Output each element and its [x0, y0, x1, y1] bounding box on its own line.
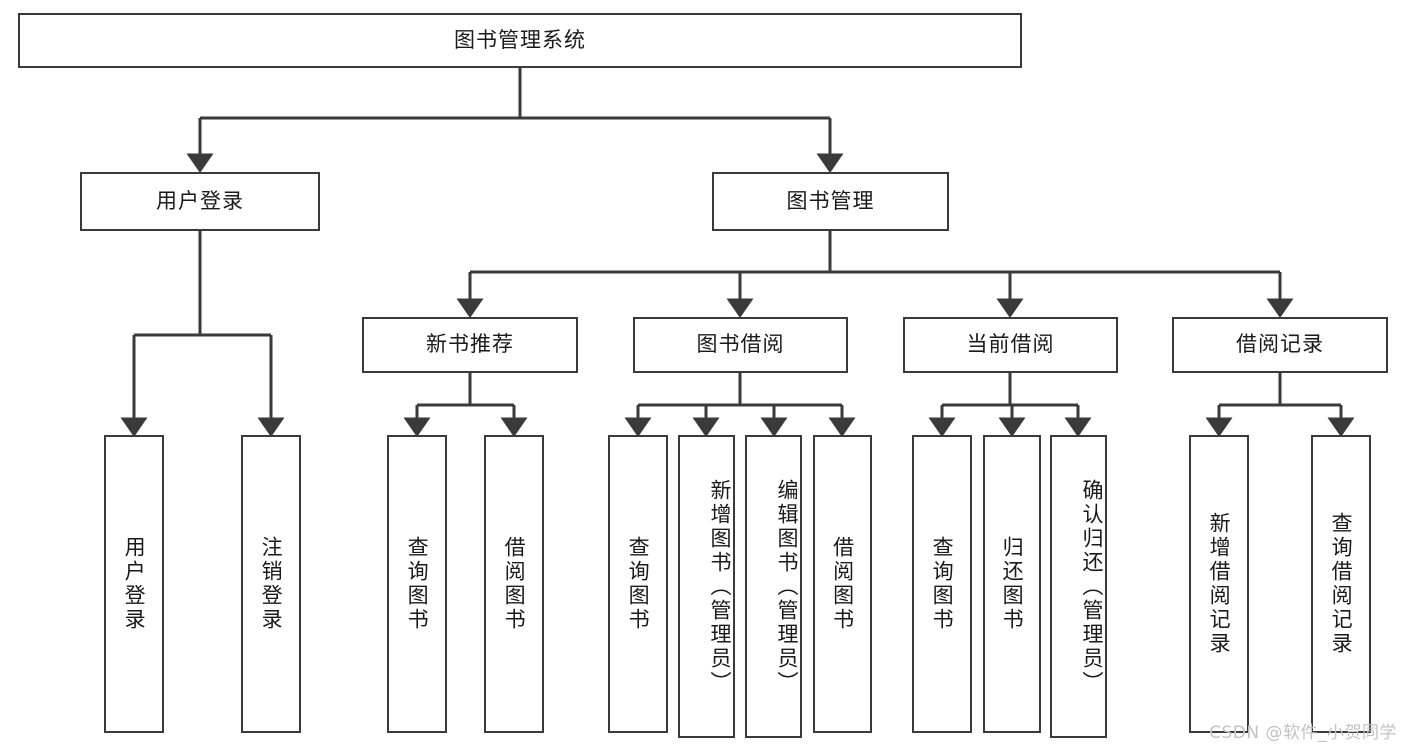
leaf-node[interactable]: 注销登录: [241, 435, 301, 733]
node-root-system[interactable]: 图书管理系统: [18, 13, 1022, 68]
leaf-node[interactable]: 查询图书: [387, 435, 447, 733]
leaf-node-label: 用户登录: [122, 536, 147, 632]
node-book-borrow-label: 图书借阅: [696, 332, 785, 357]
leaf-node[interactable]: 查询图书: [912, 435, 972, 733]
leaf-node[interactable]: 新增借阅记录: [1189, 435, 1249, 733]
leaf-node[interactable]: 用户登录: [104, 435, 164, 733]
leaf-node[interactable]: 新增图书（管理员）: [678, 435, 735, 738]
node-current-borrow-label: 当前借阅: [966, 332, 1055, 357]
leaf-node-label: 借阅图书: [830, 536, 855, 632]
leaf-node[interactable]: 归还图书: [983, 435, 1041, 733]
node-borrow-record[interactable]: 借阅记录: [1172, 317, 1388, 373]
leaf-node-label: 查询图书: [930, 536, 955, 632]
node-book-management-label: 图书管理: [786, 188, 875, 213]
leaf-node-label: 新增图书（管理员）: [708, 478, 732, 695]
leaf-node[interactable]: 借阅图书: [813, 435, 872, 733]
leaf-node-label: 查询图书: [626, 536, 651, 632]
node-user-login-label: 用户登录: [156, 188, 244, 213]
leaf-node[interactable]: 编辑图书（管理员）: [745, 435, 802, 738]
node-borrow-record-label: 借阅记录: [1236, 332, 1324, 357]
node-book-borrow[interactable]: 图书借阅: [633, 317, 848, 373]
node-root-label: 图书管理系统: [454, 27, 586, 52]
csdn-watermark: CSDN @软件_小贺同学: [1209, 723, 1397, 743]
leaf-node-label: 新增借阅记录: [1207, 512, 1232, 656]
leaf-node-label: 借阅图书: [502, 536, 527, 632]
leaf-node-label: 确认归还（管理员）: [1080, 478, 1104, 695]
node-book-management[interactable]: 图书管理: [712, 172, 949, 231]
leaf-node-label: 归还图书: [1000, 536, 1025, 632]
leaf-node[interactable]: 查询图书: [608, 435, 668, 733]
leaf-node-label: 注销登录: [259, 536, 284, 632]
leaf-node-label: 查询图书: [405, 536, 430, 632]
leaf-node-label: 查询借阅记录: [1329, 512, 1354, 656]
leaf-node[interactable]: 查询借阅记录: [1311, 435, 1371, 733]
node-user-login[interactable]: 用户登录: [80, 172, 320, 231]
node-new-book-recommend-label: 新书推荐: [426, 332, 514, 357]
leaf-node-label: 编辑图书（管理员）: [775, 478, 799, 695]
leaf-node[interactable]: 借阅图书: [484, 435, 544, 733]
node-current-borrow[interactable]: 当前借阅: [903, 317, 1118, 373]
node-new-book-recommend[interactable]: 新书推荐: [362, 317, 578, 373]
leaf-node[interactable]: 确认归还（管理员）: [1050, 435, 1107, 738]
